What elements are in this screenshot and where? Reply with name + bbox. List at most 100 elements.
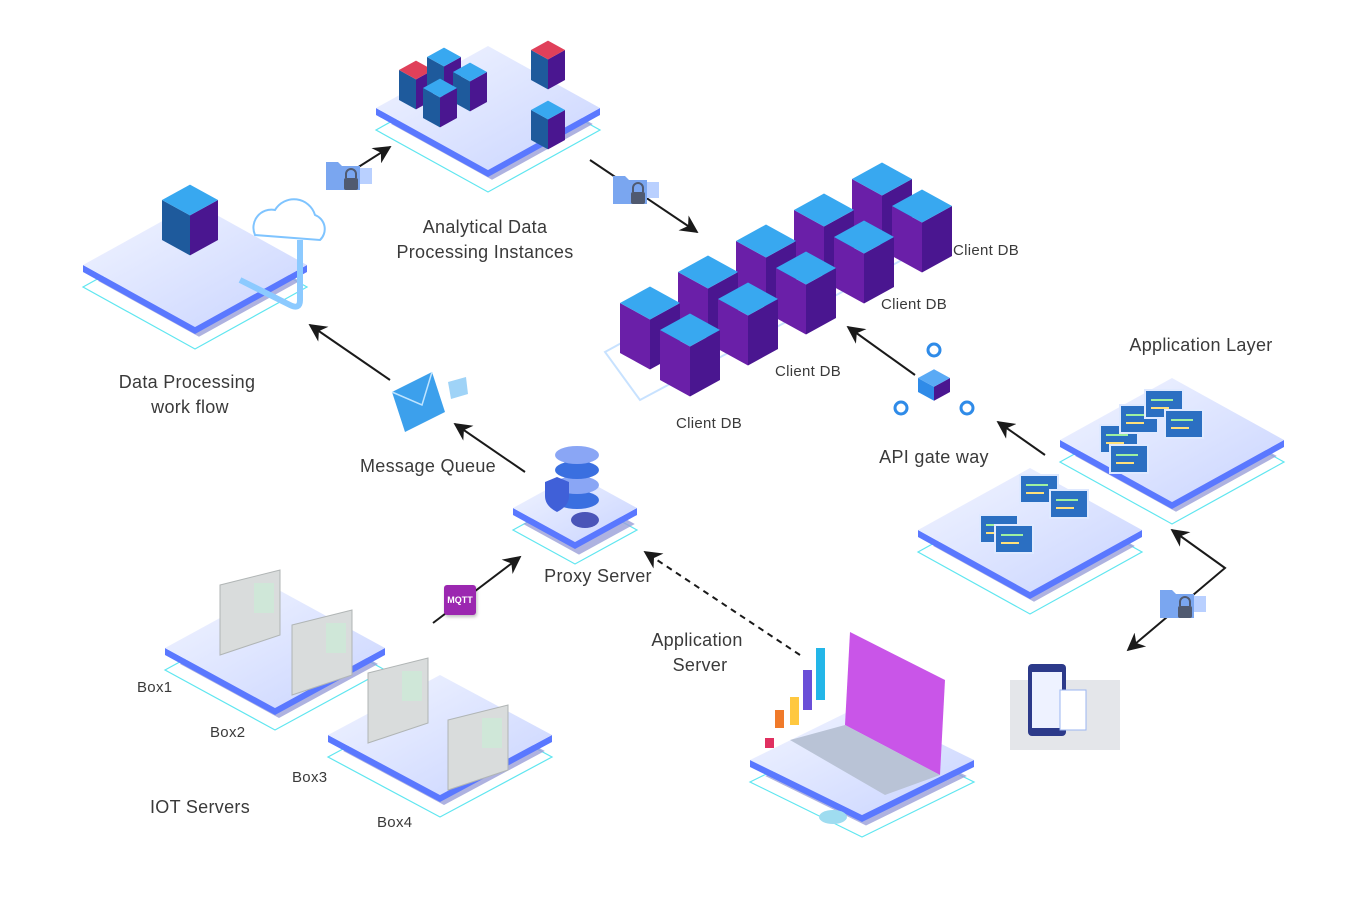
cube-left [718,299,748,366]
arrow-applayer-to-api [996,420,1046,456]
iot-servers-label: IOT Servers [150,797,250,817]
lock-shackle [1179,596,1191,606]
arrow-applayer-mobile [1126,528,1227,652]
phone-screen [1032,672,1062,728]
cube-top [834,220,894,254]
client-db-label-3: Client DB [775,363,842,380]
window-frame [1109,444,1149,474]
analytical-label-2: Processing Instances [396,242,574,262]
box1-label: Box1 [137,679,173,696]
window-frame [1164,409,1204,439]
analytical-server [453,62,487,112]
cube-right [190,200,218,256]
cube-top [892,189,952,223]
envelope-flap [391,371,433,407]
cube-left [892,206,922,273]
cube-left [531,110,548,150]
proxy-server-label: Proxy Server [544,566,652,586]
client-db-label-4: Client DB [676,415,743,432]
cube-top [794,193,854,227]
processing-server [162,184,218,256]
lock-folder-icon [1160,590,1206,618]
window-frame [1049,489,1089,519]
cube-left [918,378,934,401]
message-queue-label: Message Queue [360,456,496,476]
analytical-server [531,100,565,150]
application-server-label-2: Server [672,655,728,675]
cube-right [690,330,720,397]
platform-top [328,675,552,795]
cube-top [531,100,565,120]
lock-body [1178,606,1192,618]
app-card [1059,689,1087,731]
cabinet-panel [326,623,346,653]
laptop-keyboard [790,725,940,795]
folder-pixels [360,168,372,184]
analytical-server [531,40,565,90]
cube-top [162,184,218,216]
laptop-icon [765,632,945,824]
cube-top [423,78,457,98]
box3-label: Box3 [292,769,328,786]
bar-chart-bar [816,648,825,700]
api-node [926,342,942,358]
client-db-server [660,313,720,397]
api-cube-icon [893,342,975,416]
device-dot [819,810,847,824]
analytical-label-1: Analytical Data [422,217,548,237]
cube-left [660,330,690,397]
mqtt-badge: MQTT [444,585,476,615]
cube-left [423,88,440,128]
api-node [959,400,975,416]
cube-top [678,255,738,289]
cube-top [776,251,836,285]
db-disk [555,446,599,464]
client-db-server [834,220,894,304]
cube-right [806,268,836,335]
cube-top [399,60,433,80]
cube-top [531,40,565,60]
client-db-label-1: Client DB [953,242,1020,259]
cabinet-panel [402,671,422,701]
lock-shackle [345,168,357,178]
platform-edge [513,508,637,549]
cube-left [531,50,548,90]
cube-left [399,70,416,110]
cabinet-panel [482,718,502,748]
cube-right [470,72,487,112]
cube-top [453,62,487,82]
bar-chart-bar [803,670,812,710]
application-layer-label: Application Layer [1129,335,1273,355]
cube-top [660,313,720,347]
box2-label: Box2 [210,724,246,741]
client-db-label-2: Client DB [881,296,948,313]
cube-top [620,286,680,320]
client-db-server [718,282,778,366]
envelope-icon [391,371,468,432]
code-window [994,524,1034,554]
code-window [1109,444,1149,474]
analytical-server [423,78,457,128]
api-cube [918,369,950,401]
lock-body [631,192,645,204]
cube-top [736,224,796,258]
lock-folder-icon [613,176,659,204]
data-processing-platform [81,203,309,350]
cube-left [453,72,470,112]
iot-cabinet [291,609,353,696]
envelope-body [392,372,445,432]
api-node [893,400,909,416]
lock-folder-icon [326,162,372,190]
database-shield-icon [545,446,599,528]
cube-right [440,88,457,128]
cube-left [620,303,650,370]
cube-top [918,369,950,387]
application-server-label-1: Application [651,630,743,650]
cube-right [548,50,565,90]
data-processing-label-1: Data Processing [118,372,256,392]
iot-cabinet [367,657,429,744]
mobile-app-icon [1010,664,1120,750]
arrow-queue-to-processing [308,323,391,381]
platform-top [83,203,307,327]
